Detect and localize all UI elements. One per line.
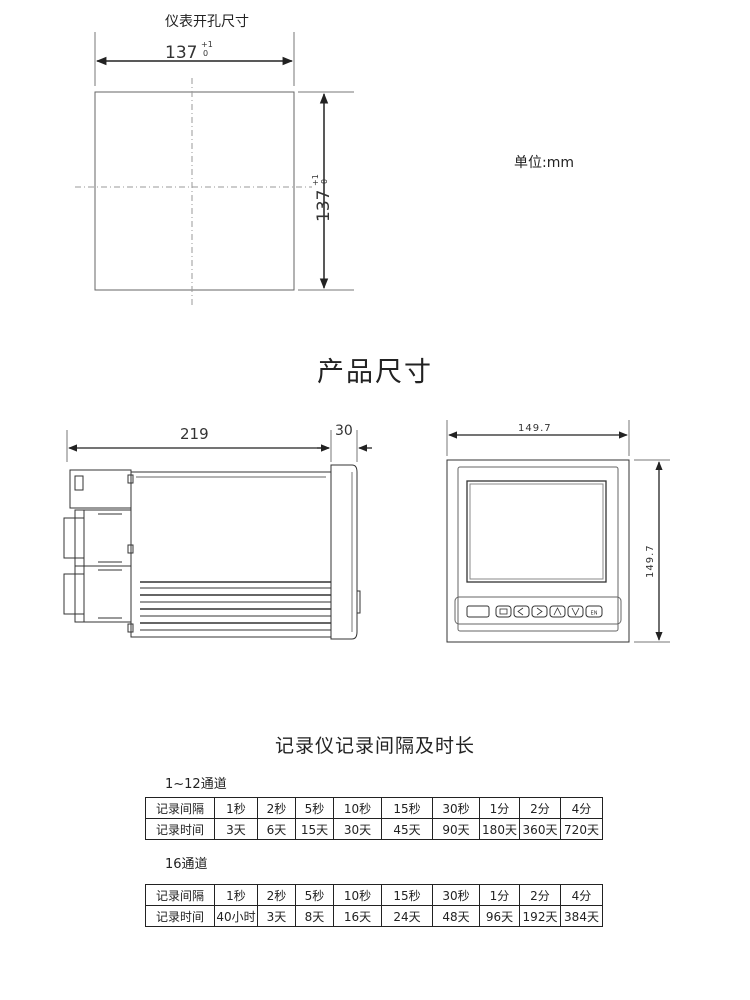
cutout-height-tol: +1 (311, 174, 320, 186)
table-cell: 384天 (560, 905, 603, 927)
table-cell: 4分 (560, 884, 603, 906)
table-cell: 3天 (257, 905, 296, 927)
table-cell: 1秒 (214, 884, 258, 906)
product-diagram: 219 30 EN 149.7 149.7 (63, 420, 670, 643)
cutout-diagram: 137 +1 0 137 +1 0 (75, 32, 354, 308)
table-cell: 90天 (432, 818, 480, 840)
product-title: 产品尺寸 (317, 357, 433, 388)
cutout-width-tol-low: 0 (203, 49, 208, 58)
side-view (63, 430, 372, 640)
en-key-label: EN (591, 611, 598, 617)
table-cell: 24天 (381, 905, 433, 927)
table-cell: 48天 (432, 905, 480, 927)
table-cell: 1分 (479, 884, 520, 906)
table-cell: 15天 (295, 818, 334, 840)
table-cell: 40小时 (214, 905, 258, 927)
table-cell: 2分 (519, 884, 561, 906)
table-cell: 4分 (560, 797, 603, 819)
front-height-label: 149.7 (645, 544, 656, 578)
front-width-label: 149.7 (518, 423, 552, 434)
table-cell: 45天 (381, 818, 433, 840)
table-cell: 2分 (519, 797, 561, 819)
table-cell: 记录间隔 (145, 884, 215, 906)
front-view (446, 420, 670, 643)
table-cell: 记录间隔 (145, 797, 215, 819)
table-cell: 15秒 (381, 797, 433, 819)
table-cell: 192天 (519, 905, 561, 927)
group2-label: 16通道 (165, 857, 208, 872)
table-cell: 720天 (560, 818, 603, 840)
front-frame (446, 459, 630, 643)
cutout-width-tol: +1 (201, 40, 213, 49)
group1-table: 记录间隔 1秒 2秒 5秒 10秒 15秒 30秒 1分 2分 4分 记录时间 … (145, 797, 603, 840)
table-row: 记录时间 40小时 3天 8天 16天 24天 48天 96天 192天 384… (145, 905, 603, 927)
table-cell: 5秒 (295, 797, 334, 819)
table-cell: 记录时间 (145, 905, 215, 927)
table-row: 记录间隔 1秒 2秒 5秒 10秒 15秒 30秒 1分 2分 4分 (145, 797, 603, 819)
table-cell: 2秒 (257, 884, 296, 906)
table-cell: 30秒 (432, 797, 480, 819)
front-label: 30 (335, 423, 353, 439)
cutout-title: 仪表开孔尺寸 (165, 14, 249, 30)
group2-table: 记录间隔 1秒 2秒 5秒 10秒 15秒 30秒 1分 2分 4分 记录时间 … (145, 884, 603, 927)
cutout-height-tol-low: 0 (320, 179, 329, 184)
table-cell: 5秒 (295, 884, 334, 906)
table-row: 记录间隔 1秒 2秒 5秒 10秒 15秒 30秒 1分 2分 4分 (145, 884, 603, 906)
table-cell: 180天 (479, 818, 520, 840)
table-cell: 30秒 (432, 884, 480, 906)
group1-label: 1~12通道 (165, 777, 227, 792)
table-cell: 10秒 (333, 884, 382, 906)
table-cell: 96天 (479, 905, 520, 927)
table-cell: 30天 (333, 818, 382, 840)
table-cell: 记录时间 (145, 818, 215, 840)
table-cell: 6天 (257, 818, 296, 840)
cutout-height-label: 137 (314, 190, 334, 222)
unit-label: 单位:mm (514, 155, 574, 171)
table-cell: 1秒 (214, 797, 258, 819)
table-cell: 15秒 (381, 884, 433, 906)
cutout-rect (94, 91, 295, 291)
cutout-width-label: 137 (165, 43, 197, 63)
record-title: 记录仪记录间隔及时长 (274, 735, 475, 757)
table-cell: 10秒 (333, 797, 382, 819)
table-cell: 8天 (295, 905, 334, 927)
table-cell: 2秒 (257, 797, 296, 819)
table-cell: 360天 (519, 818, 561, 840)
display-screen (466, 480, 607, 583)
table-cell: 3天 (214, 818, 258, 840)
table-cell: 1分 (479, 797, 520, 819)
depth-label: 219 (180, 425, 209, 443)
table-cell: 16天 (333, 905, 382, 927)
table-row: 记录时间 3天 6天 15天 30天 45天 90天 180天 360天 720… (145, 818, 603, 840)
